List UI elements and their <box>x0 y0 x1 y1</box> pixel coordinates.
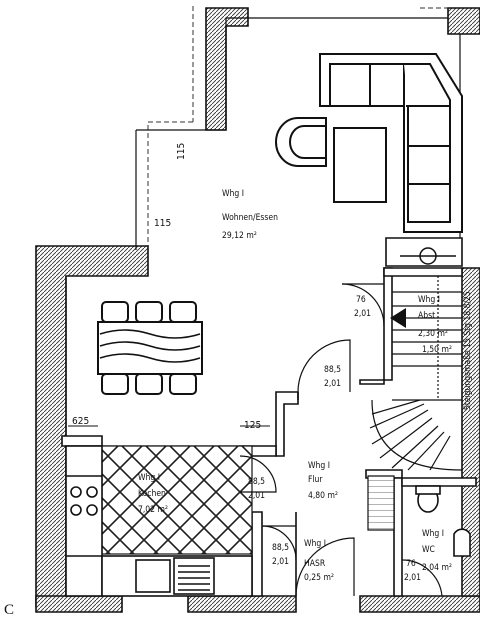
abst-extra: 1,50 m² <box>422 345 452 355</box>
stove-burner <box>86 504 98 516</box>
plan-label: C <box>4 602 14 618</box>
abst-door-w: 76 <box>356 295 366 305</box>
abst-name: Abst <box>418 311 435 321</box>
stove-burner <box>70 486 82 498</box>
hasr-name: HASR <box>304 559 326 569</box>
dim-625: 625 <box>72 416 89 427</box>
abst-unit: Whg I <box>418 295 440 305</box>
stove-burner <box>70 504 82 516</box>
wc-door-h: 2,01 <box>404 573 421 583</box>
abst-door-h: 2,01 <box>354 309 371 319</box>
hasr-door-h: 2,01 <box>272 557 289 567</box>
kochen-name: Kochen <box>138 489 166 499</box>
coffee-table <box>333 127 387 203</box>
stove-burner <box>86 486 98 498</box>
kitchen-counter <box>65 445 253 597</box>
dining-chairs <box>101 301 197 395</box>
kitchen-vent <box>173 557 215 595</box>
wohnen-unit: Whg I <box>222 189 244 199</box>
wc-name: WC <box>422 545 435 555</box>
exterior-walls <box>35 7 480 613</box>
kochen-door-w: 88,5 <box>248 477 265 487</box>
flur-area: 4,80 m² <box>308 491 338 501</box>
dim-115-mid: 115 <box>154 218 171 229</box>
kitchen-sink <box>135 559 171 593</box>
wc-sink <box>453 528 471 557</box>
wc-fixtures <box>415 485 471 557</box>
flur-unit: Whg I <box>308 461 330 471</box>
kochen-door-h: 2,01 <box>248 491 265 501</box>
door-swings <box>239 283 443 597</box>
flur-door-h: 2,01 <box>324 379 341 389</box>
kochen-unit: Whg I <box>138 473 160 483</box>
stair-arrow <box>390 308 406 328</box>
staircase <box>367 276 463 531</box>
kitchen-floor <box>101 445 253 555</box>
labels: 115 115 625 125 Whg I Wohnen/Essen 29,12… <box>4 143 473 618</box>
armchair <box>275 117 327 167</box>
hasr-unit: Whg I <box>304 539 326 549</box>
kochen-area: 7,02 m² <box>138 505 168 515</box>
stair-note: Steigungsmaße 15 Stg 18,8/25 <box>463 291 473 410</box>
wohnen-name: Wohnen/Essen <box>222 213 278 223</box>
flur-name: Flur <box>308 475 323 485</box>
vent-symbol <box>400 247 456 265</box>
dim-125: 125 <box>244 420 261 431</box>
wc-door-w: 76 <box>406 559 416 569</box>
hasr-area: 0,25 m² <box>304 573 334 583</box>
dim-115-top: 115 <box>176 143 187 160</box>
dining-table <box>97 301 203 395</box>
wc-unit: Whg I <box>422 529 444 539</box>
abst-area: 2,30 m² <box>418 329 448 339</box>
flur-door-w: 88,5 <box>324 365 341 375</box>
wc-area: 2,04 m² <box>422 563 452 573</box>
wohnen-area: 29,12 m² <box>222 231 257 241</box>
hasr-door-w: 88,5 <box>272 543 289 553</box>
sofa <box>319 53 463 233</box>
